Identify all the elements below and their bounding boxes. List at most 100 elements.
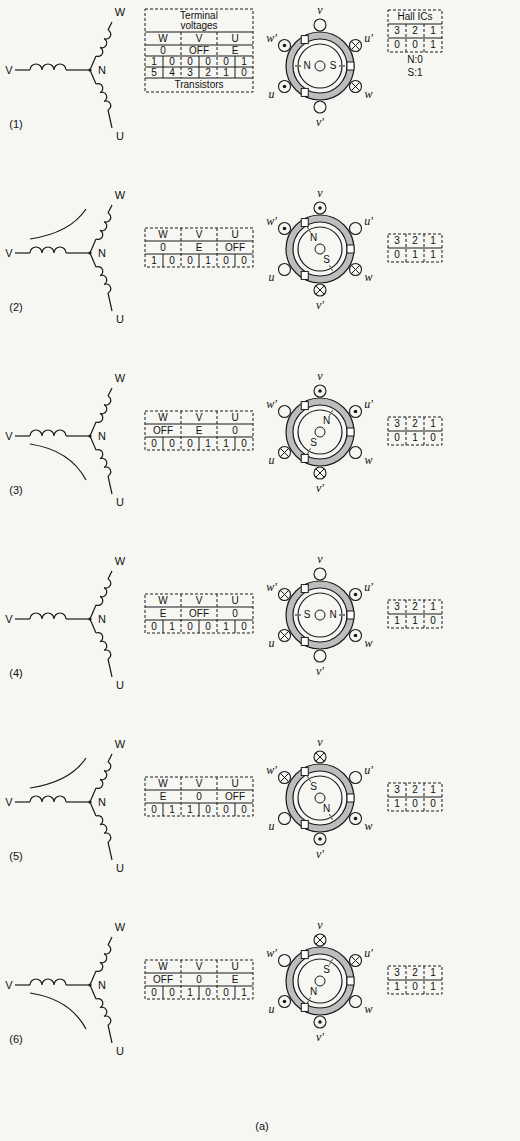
terminal-wire	[108, 293, 112, 311]
coil-label: w'	[266, 947, 277, 959]
terminal-label: W	[115, 556, 125, 567]
coil-winding	[96, 762, 111, 788]
phase-header: U	[231, 230, 238, 240]
phase-header: V	[196, 596, 203, 606]
table-border	[145, 411, 253, 450]
step-number: (5)	[9, 851, 22, 862]
current-out-dot	[283, 227, 287, 231]
table-border	[145, 777, 253, 816]
bit-rule	[163, 803, 164, 816]
transistor-state: 0	[151, 988, 157, 998]
magnet-axis	[330, 958, 334, 965]
phase-header: V	[196, 230, 203, 240]
neutral-junction	[88, 983, 91, 986]
transistor-state: 1	[205, 256, 211, 266]
neutral-label: N	[98, 614, 106, 625]
hall-legend-note: N:0	[407, 55, 423, 65]
hall-state: 1	[430, 40, 436, 50]
coil-side	[314, 202, 326, 214]
hall-table-border	[388, 10, 442, 52]
transistor-state: 0	[187, 622, 193, 632]
bit-rule	[199, 986, 200, 999]
terminal-wire	[108, 110, 112, 128]
current-in-cross	[352, 83, 360, 91]
column-rule	[424, 417, 425, 445]
terminal-wire	[90, 971, 96, 985]
current-in-cross	[316, 286, 324, 294]
transistor-state: 1	[151, 256, 157, 266]
coil-side	[314, 19, 326, 31]
hall-sensor	[301, 271, 308, 279]
transistor-state: 1	[223, 439, 229, 449]
coil-winding	[96, 945, 111, 971]
phase-header: W	[158, 413, 167, 423]
coil-winding	[96, 999, 111, 1025]
coil-label: u'	[364, 398, 373, 410]
coil-side	[350, 40, 362, 52]
current-out-dot	[318, 837, 322, 841]
transistor-state: 0	[151, 622, 157, 632]
table-header: Terminal voltages	[164, 11, 234, 31]
transistor-state: 1	[187, 988, 193, 998]
phase-header: U	[231, 596, 238, 606]
hall-legend-note: S:1	[407, 68, 422, 78]
bit-rule	[199, 56, 200, 78]
column-rule	[406, 234, 407, 262]
stator-bore	[293, 771, 347, 825]
bit-rule	[199, 803, 200, 816]
current-out-dot	[283, 1000, 287, 1004]
hall-table-border	[388, 600, 442, 628]
coil-label: v'	[316, 1031, 324, 1043]
terminal-wire	[66, 984, 90, 985]
column-rule	[217, 228, 218, 267]
shaft	[315, 610, 325, 620]
step-number: (3)	[9, 485, 22, 496]
magnet-axis	[307, 448, 311, 455]
column-rule	[424, 24, 425, 52]
coil-label: w'	[266, 215, 277, 227]
magnet-axis	[307, 997, 311, 1004]
coil-label: v	[317, 370, 322, 382]
coil-side	[350, 996, 362, 1008]
coil-label: v	[317, 736, 322, 748]
hall-number: 2	[412, 785, 418, 795]
coil-side	[350, 406, 362, 418]
coil-side	[350, 223, 362, 235]
coil-side	[278, 772, 290, 784]
transistor-state: 0	[205, 622, 211, 632]
rotor	[298, 44, 342, 88]
coil-label: u	[269, 637, 275, 649]
terminal-wire	[90, 605, 96, 619]
column-rule	[406, 24, 407, 52]
terminal-wire	[108, 388, 112, 396]
current-out-dot	[283, 85, 287, 89]
pole-label: N	[329, 610, 336, 620]
magnet-axis	[293, 615, 301, 616]
coil-side	[314, 650, 326, 662]
terminal-wire	[15, 69, 30, 70]
hall-state: 0	[394, 250, 400, 260]
coil-label: w	[364, 820, 372, 832]
terminal-label: W	[115, 739, 125, 750]
hall-number: 3	[394, 785, 400, 795]
coil-label: u	[269, 88, 275, 100]
current-in-cross	[316, 286, 324, 294]
transistor-state: 0	[223, 988, 229, 998]
neutral-label: N	[98, 797, 106, 808]
terminal-voltage: 0	[232, 426, 238, 436]
current-in-cross	[280, 449, 288, 457]
current-in-cross	[280, 774, 288, 782]
terminal-wire	[108, 571, 112, 579]
terminal-voltage: OFF	[153, 975, 173, 985]
hall-number: 2	[412, 26, 418, 36]
terminal-wire	[108, 754, 112, 762]
hall-state: 1	[394, 982, 400, 992]
coil-label: w'	[266, 398, 277, 410]
terminal-wire	[108, 1025, 112, 1043]
hall-sensor	[347, 611, 354, 619]
neutral-label: N	[98, 65, 106, 76]
coil-side	[314, 751, 326, 763]
terminal-voltage: E	[160, 609, 167, 619]
terminal-label: U	[116, 863, 124, 874]
coil-winding	[96, 396, 111, 422]
